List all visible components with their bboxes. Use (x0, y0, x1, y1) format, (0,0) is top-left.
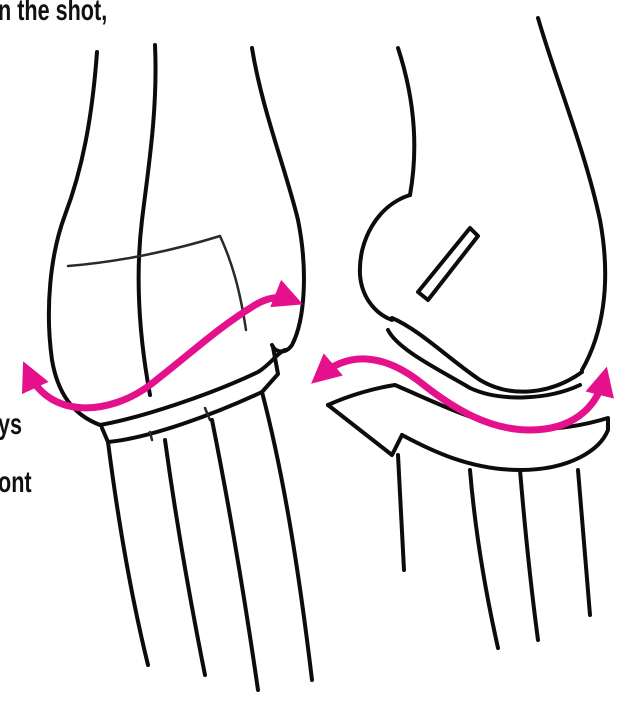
forearm-line-2 (165, 440, 205, 675)
forearm-line-a (398, 455, 404, 570)
elbow-bulge (360, 195, 410, 320)
side-view-sleeve (328, 18, 608, 648)
lower-cuff-flap (328, 385, 608, 470)
forearm-line-1 (108, 442, 148, 665)
arrows (28, 297, 604, 430)
upper-arm-inner-line (139, 45, 156, 395)
double-headed-curved-arrow-right (320, 359, 604, 430)
upper-arm-front-line (398, 48, 414, 195)
front-view-sleeve (49, 45, 312, 690)
forearm-line-b (470, 470, 498, 648)
lower-cuff-left-tab (328, 405, 402, 455)
upper-arm-back-contour (538, 18, 605, 370)
double-headed-curved-arrow-left (28, 297, 292, 407)
forearm-line-3 (212, 420, 258, 690)
forearm-line-4 (262, 392, 312, 680)
upper-arm-left-contour (49, 52, 100, 425)
sleeve-crease (418, 228, 478, 300)
cuff-top-edge (100, 350, 285, 425)
forearm-line-c (520, 470, 538, 640)
forearm-line-d (578, 470, 590, 615)
sleeve-fold-line (68, 236, 246, 330)
